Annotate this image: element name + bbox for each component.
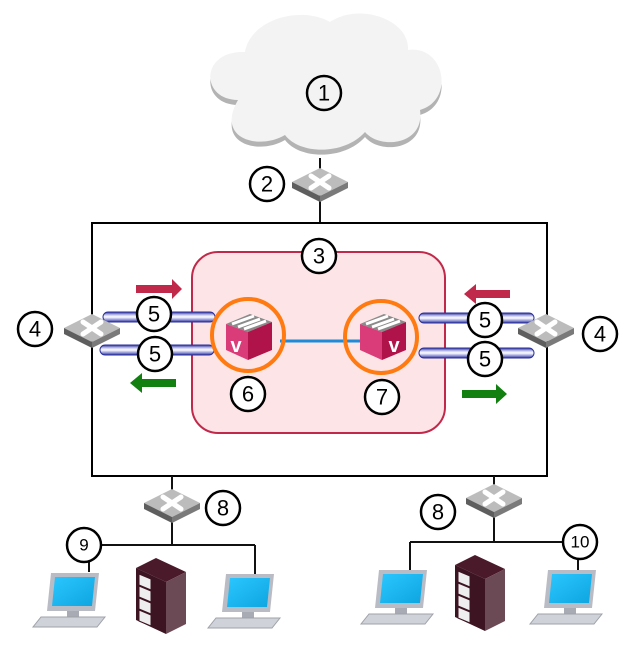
callout-4-right: 4 bbox=[581, 315, 619, 353]
callout-label: 2 bbox=[261, 172, 273, 197]
arrow-inbound-icon bbox=[136, 279, 182, 299]
callout-2: 2 bbox=[248, 165, 286, 203]
callouts: 1 2 3 4 4 5 5 5 bbox=[16, 74, 619, 564]
callout-label: 6 bbox=[242, 382, 254, 407]
callout-5-right-bottom: 5 bbox=[466, 340, 504, 378]
laptop-right-2[interactable] bbox=[529, 569, 603, 625]
callout-label: 10 bbox=[571, 533, 590, 552]
server-tower-icon bbox=[135, 557, 187, 635]
laptop-icon bbox=[360, 569, 434, 625]
laptop-left-1[interactable] bbox=[32, 572, 106, 628]
callout-label: 5 bbox=[148, 302, 160, 327]
laptop-icon bbox=[32, 572, 106, 628]
lan-switch-right[interactable] bbox=[466, 484, 522, 518]
callout-label: 9 bbox=[79, 536, 88, 555]
laptop-left-2[interactable] bbox=[207, 573, 281, 629]
appliance-primary[interactable]: v bbox=[210, 297, 286, 373]
internet-switch[interactable] bbox=[292, 168, 348, 202]
callout-label: 4 bbox=[29, 317, 41, 342]
callout-label: 1 bbox=[318, 81, 330, 106]
arrow-inbound-icon bbox=[464, 284, 510, 304]
arrow-inbound-left bbox=[136, 279, 182, 299]
appliance-secondary[interactable]: v bbox=[343, 299, 419, 375]
callout-label: 5 bbox=[149, 342, 161, 367]
callout-4-left: 4 bbox=[16, 310, 54, 348]
lan-switch-left[interactable] bbox=[144, 489, 200, 523]
network-switch-icon bbox=[292, 168, 348, 202]
callout-3: 3 bbox=[300, 237, 338, 275]
arrow-inbound-right bbox=[464, 284, 510, 304]
callout-label: 5 bbox=[479, 347, 491, 372]
callout-label: 4 bbox=[594, 322, 606, 347]
laptop-icon bbox=[207, 573, 281, 629]
callout-5-left-bottom: 5 bbox=[136, 335, 174, 373]
callout-label: 5 bbox=[479, 308, 491, 333]
svg-text:v: v bbox=[388, 335, 400, 357]
arrow-outbound-icon bbox=[130, 373, 176, 393]
laptop-right-1[interactable] bbox=[360, 569, 434, 625]
callout-5-left-top: 5 bbox=[135, 295, 173, 333]
server-right[interactable] bbox=[454, 554, 506, 632]
server-tower-icon bbox=[454, 554, 506, 632]
callout-7: 7 bbox=[363, 378, 401, 416]
callout-label: 8 bbox=[217, 496, 229, 521]
callout-label: 7 bbox=[376, 385, 388, 410]
laptop-icon bbox=[529, 569, 603, 625]
callout-10: 10 bbox=[561, 523, 599, 561]
svg-text:v: v bbox=[230, 335, 242, 357]
network-switch-icon bbox=[144, 489, 200, 523]
callout-label: 8 bbox=[432, 500, 444, 525]
callout-6: 6 bbox=[229, 375, 267, 413]
server-left[interactable] bbox=[135, 557, 187, 635]
callout-5-right-top: 5 bbox=[466, 301, 504, 339]
callout-9: 9 bbox=[65, 526, 103, 564]
callout-8-left: 8 bbox=[204, 489, 242, 527]
arrow-outbound-icon bbox=[462, 384, 507, 404]
network-switch-icon bbox=[466, 484, 522, 518]
callout-8-right: 8 bbox=[419, 493, 457, 531]
arrow-outbound-left bbox=[130, 373, 176, 393]
callout-1: 1 bbox=[305, 74, 343, 112]
callout-label: 3 bbox=[313, 244, 325, 269]
arrow-outbound-right bbox=[462, 384, 507, 404]
